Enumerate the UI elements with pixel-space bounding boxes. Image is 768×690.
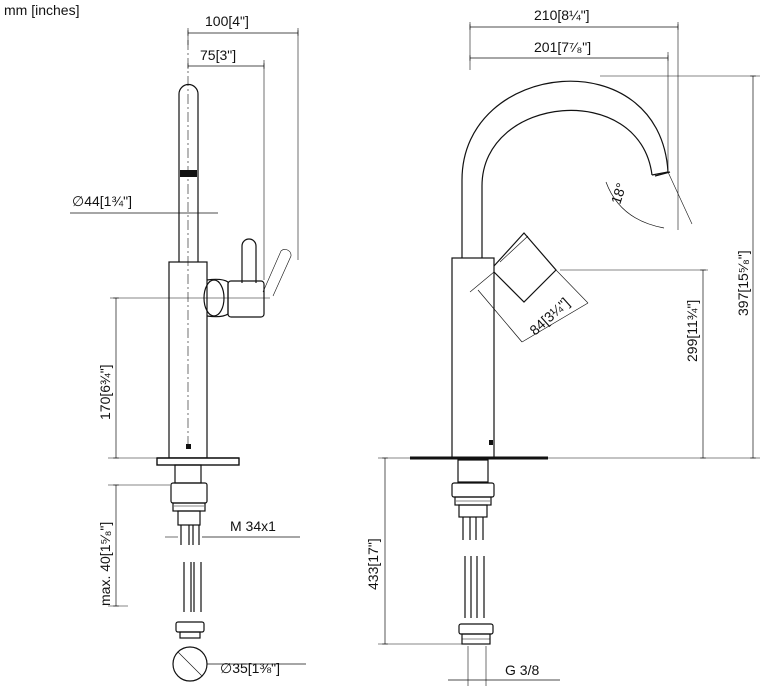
dim-width-lever: 75[3"] — [200, 47, 236, 63]
side-thread — [172, 502, 206, 512]
dim-height-body: 170[6¾"] — [97, 364, 113, 420]
side-hoses — [180, 525, 202, 612]
side-spout-aerator — [180, 170, 197, 177]
side-view: 100[4"] 75[3"] ∅44[1¾"] 170[6¾"] max. 40… — [70, 13, 306, 682]
dim-angle: 18° — [608, 181, 630, 206]
front-spout-tip — [651, 171, 669, 176]
side-lever-tilted — [262, 249, 292, 297]
dim-reach-outer: 210[8¼"] — [534, 7, 590, 23]
dim-thread: M 34x1 — [230, 518, 276, 534]
dim-connection: G 3/8 — [505, 662, 539, 678]
side-hose-fitting — [175, 621, 205, 633]
dim-height-total: 397[15⁵⁄₈"] — [735, 250, 751, 316]
dim-height-lever: 299[11¾"] — [684, 300, 700, 362]
side-body-mark — [186, 444, 191, 449]
side-lever-handle — [241, 238, 257, 283]
side-shank — [174, 464, 202, 484]
front-body — [451, 257, 495, 459]
dim-width-total: 100[4"] — [205, 13, 249, 29]
front-nut — [451, 482, 495, 498]
side-nut — [170, 482, 208, 504]
side-stud — [177, 510, 201, 526]
dim-reach-inner: 201[7⁷⁄₈"] — [534, 39, 591, 55]
side-lever-block — [227, 280, 265, 318]
front-spout-outer — [461, 80, 669, 258]
front-lever — [493, 232, 557, 303]
front-hoses — [462, 517, 485, 618]
side-base-plate — [156, 457, 240, 466]
dim-diameter-spout: ∅44[1¾"] — [72, 193, 132, 209]
units-label: mm [inches] — [4, 2, 79, 18]
side-spout — [178, 83, 199, 262]
dim-hose-length: 433[17"] — [365, 538, 381, 590]
dim-diameter-shank: ∅35[1⅜"] — [220, 660, 280, 676]
front-fitting — [458, 623, 494, 635]
dim-max-counter: max. 40[1⁵⁄₈"] — [97, 522, 113, 606]
front-spout-inner — [481, 109, 653, 258]
front-view: 84[3¼"] 210[8¼"] 201[7⁷⁄₈"] 18° 299[11¾ — [365, 7, 760, 686]
